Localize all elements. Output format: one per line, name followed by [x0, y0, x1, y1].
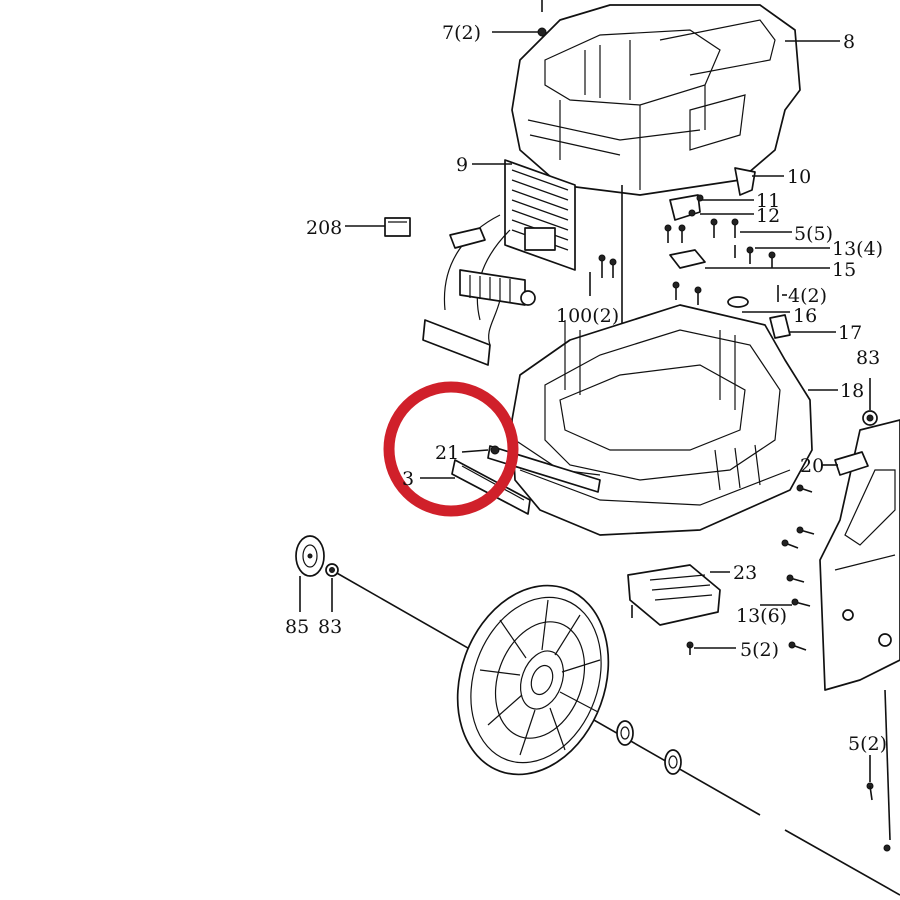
small-parts-10-11-12	[669, 167, 756, 221]
label-5-5: 5(5)	[794, 223, 833, 245]
side-bracket-part	[819, 419, 900, 691]
part-83-right	[862, 410, 878, 426]
part-17	[769, 314, 791, 339]
wiring-harness-part	[422, 214, 536, 366]
label-83-right: 83	[856, 347, 880, 369]
label-3: 3	[402, 468, 414, 490]
label-7: 7(2)	[442, 22, 481, 44]
callout-labels: 7(2) 8 9 10 11 12 208 5(5) 13(4) 15 100(…	[285, 22, 887, 755]
pcb-board-part	[504, 159, 576, 271]
base-housing-part	[511, 304, 813, 536]
side-screws	[781, 484, 815, 651]
nut-83-left-part	[325, 563, 339, 577]
label-83-left: 83	[318, 616, 342, 638]
screws-100	[589, 254, 617, 296]
label-208: 208	[306, 217, 342, 239]
screw-5-2-mid	[686, 641, 694, 655]
label-13-4: 13(4)	[832, 238, 883, 260]
label-5-2-mid: 5(2)	[740, 639, 779, 661]
label-20: 20	[800, 455, 824, 477]
label-12: 12	[756, 205, 780, 227]
screws-5-5	[664, 218, 776, 269]
label-18: 18	[840, 380, 864, 402]
label-16: 16	[793, 305, 817, 327]
label-15: 15	[832, 259, 856, 281]
leader-lines	[299, 31, 871, 782]
label-21: 21	[435, 442, 459, 464]
label-4-2: 4(2)	[788, 285, 827, 307]
wheel-part	[456, 584, 610, 776]
label-85: 85	[285, 616, 309, 638]
screws-4	[672, 281, 779, 308]
label-9: 9	[456, 154, 468, 176]
label-23: 23	[733, 562, 757, 584]
hubcap-85-part	[295, 535, 325, 577]
screw-7	[537, 0, 547, 37]
connector-208-part	[384, 217, 411, 237]
label-13-6: 13(6)	[736, 605, 787, 627]
label-10: 10	[787, 166, 811, 188]
highlight-circle	[383, 381, 519, 517]
label-100: 100(2)	[556, 305, 619, 327]
label-11: 11	[756, 190, 780, 212]
part-20	[834, 451, 869, 476]
bearing-parts	[616, 720, 682, 775]
rod-part	[866, 689, 891, 852]
label-17: 17	[838, 322, 862, 344]
top-housing-part	[511, 4, 801, 196]
label-8: 8	[843, 31, 855, 53]
part-23	[627, 564, 721, 626]
label-5-2-right: 5(2)	[848, 733, 887, 755]
